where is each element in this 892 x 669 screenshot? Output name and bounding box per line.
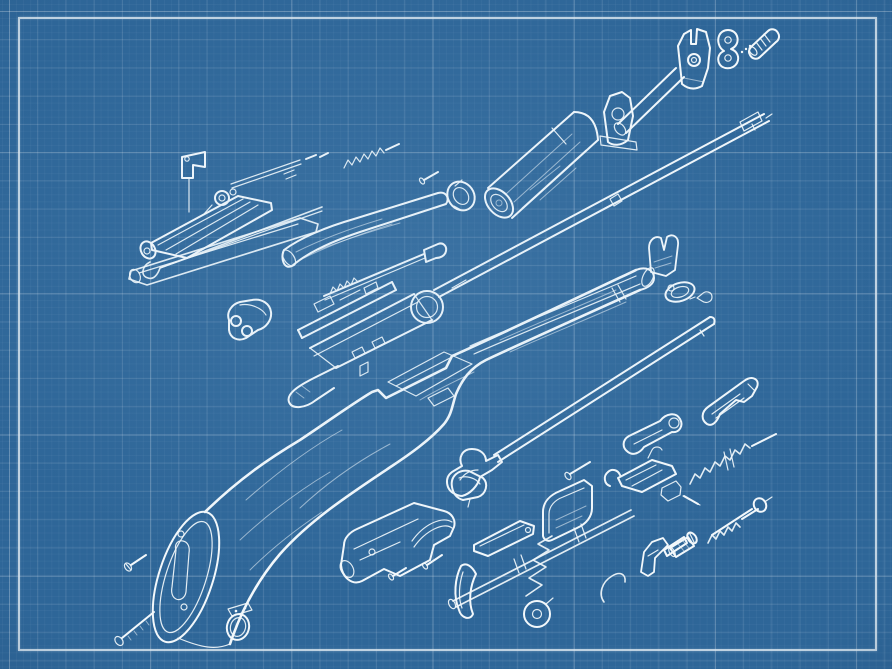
trigger-housing-drawing (339, 502, 456, 584)
gas-tube-with-handguard-drawing (483, 111, 599, 219)
magazine-body-drawing (542, 479, 593, 542)
magazine-follower-drawing (473, 520, 535, 557)
border-frame (18, 17, 877, 651)
receiver-drawing (287, 290, 444, 408)
buttplate-screws-drawing (114, 554, 155, 647)
rear-sight-slider-drawing (648, 234, 679, 277)
rear-sight-leaf-drawing (701, 377, 759, 426)
return-spring-drawing (707, 508, 759, 544)
bayonet-drawing (446, 316, 716, 497)
sear-drawing (640, 537, 669, 577)
gas-piston-drawing (323, 242, 448, 301)
sear-spring-drawing (600, 572, 626, 603)
gas-block-drawing (613, 67, 685, 136)
front-sight-tower-drawing (677, 28, 711, 90)
hammer-strut-assembly-drawing (603, 446, 701, 506)
trigger-pins-drawing (387, 554, 443, 581)
trigger-drawing (454, 563, 477, 619)
magazine-spring-drawing (525, 535, 553, 597)
receiver-cover-drawing (139, 188, 273, 260)
handguard-ferrule-drawing (446, 179, 476, 212)
strut-pin-drawing (564, 461, 591, 481)
muzzle-sight-protector-drawing (717, 29, 752, 70)
bolt-drawing (227, 298, 273, 341)
sight-base-bracket-drawing (599, 91, 638, 151)
hold-open-lever-drawing (622, 413, 683, 455)
hammer-spring-drawing (689, 433, 777, 485)
barrel-drawing (433, 111, 773, 298)
takedown-latch-drawing (181, 151, 206, 213)
extractor-drawing (668, 536, 695, 558)
ferrule-pin-drawing (418, 171, 439, 185)
trigger-pin-bushing-drawing (523, 597, 554, 628)
hammer-head-drawing (450, 469, 488, 508)
sling-swivel-drawing (225, 602, 253, 641)
bolt-carrier-drawing (297, 281, 397, 339)
firing-pin-drawing (711, 496, 773, 536)
muzzle-cap-drawing (747, 28, 781, 60)
stock-drawing (151, 267, 655, 648)
cover-latch-rod-drawing (142, 206, 323, 280)
lower-handguard-drawing (281, 191, 449, 268)
recoil-spring-assembly-drawing (230, 143, 400, 189)
operating-rod-drawing (447, 509, 635, 610)
rear-sight-pin-piece-drawing (664, 281, 713, 303)
